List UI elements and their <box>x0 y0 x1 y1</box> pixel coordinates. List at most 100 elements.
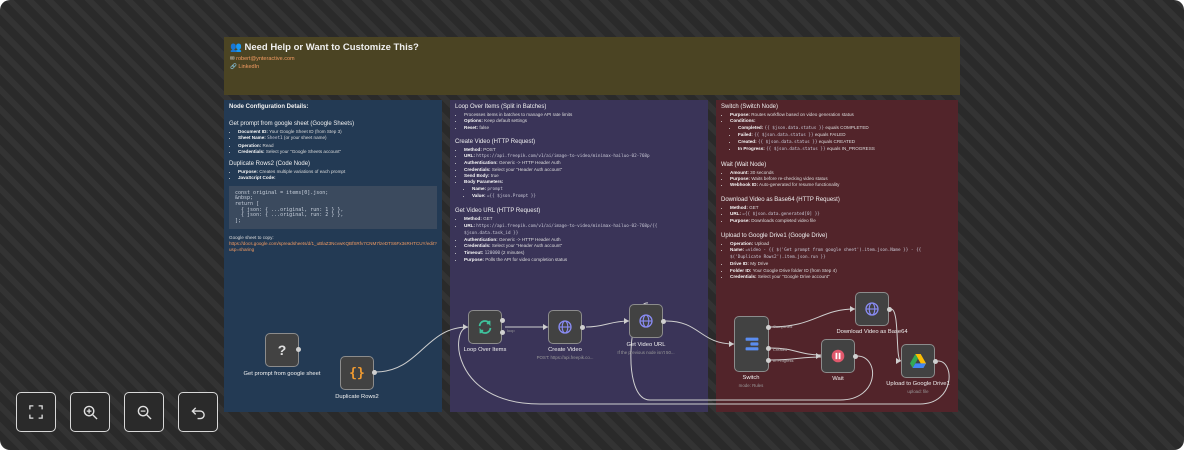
output-port-loop[interactable] <box>500 330 505 335</box>
list-item: Purpose: Waits before re-checking video … <box>730 176 953 182</box>
output-port[interactable] <box>853 354 858 359</box>
section-title: Upload to Google Drive1 (Google Drive) <box>721 232 828 239</box>
section-title: Wait (Wait Node) <box>721 161 767 168</box>
item-value: (2 minutes) <box>501 249 525 255</box>
item-value: Processes items in batches to manage API… <box>464 112 573 117</box>
node-loop-over-items[interactable] <box>468 310 502 344</box>
node-label: Get Video URL <box>626 342 666 348</box>
node-subtitle: upload: file <box>907 389 929 394</box>
item-key: Operation: <box>238 142 262 148</box>
list-item: Sheet Name: Sheet1 (or your sheet name) <box>238 135 437 142</box>
item-key: Method: <box>730 204 748 210</box>
list-item: Purpose: Downloads completed video file <box>730 218 953 224</box>
node-label: Get prompt from google sheet <box>243 371 321 377</box>
item-key: Purpose: <box>730 218 750 224</box>
output-port[interactable] <box>296 347 301 352</box>
item-code: https://api.freepik.com/v1/ai/image-to-v… <box>476 154 650 160</box>
mail-icon: ✉ <box>230 56 235 62</box>
config-list: Processes items in batches to manage API… <box>455 112 703 131</box>
item-code: https://api.freepik.com/v1/ai/image-to-v… <box>464 223 658 236</box>
node-switch[interactable] <box>734 316 769 372</box>
node-download-video[interactable] <box>855 292 889 326</box>
node-subtitle: mode: Rules <box>738 383 764 388</box>
section-title: Get prompt from google sheet (Google She… <box>229 121 355 127</box>
item-key: Body Parameters: <box>464 179 504 185</box>
item-key: Options: <box>464 118 483 124</box>
sheet-copy-link[interactable]: https://docs.google.com/spreadsheets/d/1… <box>229 241 437 253</box>
config-sticky-note-1[interactable]: Node Configuration Details: Get prompt f… <box>224 100 442 412</box>
output-port-done[interactable] <box>500 318 505 323</box>
item-value: GET <box>749 204 759 210</box>
item-value: true <box>490 173 499 179</box>
body-params-list: Name: prompt Value: ={{ $json.Prompt }} <box>455 186 703 201</box>
undo-button[interactable] <box>178 392 218 432</box>
node-duplicate-rows[interactable]: {} <box>340 356 374 390</box>
item-key: Name: <box>730 246 745 252</box>
port-label: Created <box>773 347 788 352</box>
linkedin-link[interactable]: LinkedIn <box>238 63 260 70</box>
item-key: Completed: <box>738 124 764 130</box>
help-title: 👥 Need Help or Want to Customize This? <box>230 42 419 53</box>
output-port-completed[interactable] <box>766 325 771 330</box>
list-item: Method: GET <box>730 205 953 211</box>
google-drive-icon <box>910 354 926 368</box>
output-port[interactable] <box>580 325 585 330</box>
zoom-out-button[interactable] <box>124 392 164 432</box>
output-port-in-progress[interactable] <box>766 358 771 363</box>
conditions-list: Completed: {{ $json.data.status }} equal… <box>721 125 953 154</box>
item-key: JavaScript Code: <box>238 175 276 181</box>
item-value: 30 seconds <box>750 169 774 175</box>
node-get-prompt[interactable]: ? <box>265 333 299 367</box>
output-port-created[interactable] <box>766 346 771 351</box>
help-sticky-note[interactable]: 👥 Need Help or Want to Customize This? ✉… <box>224 37 960 95</box>
item-key: Sheet Name: <box>238 135 266 141</box>
list-item: Name: prompt <box>472 186 703 193</box>
node-label: Loop Over Items <box>463 347 507 353</box>
output-port[interactable] <box>372 370 377 375</box>
list-item: Folder ID: Your Google Drive folder ID (… <box>730 268 953 274</box>
item-key: URL: <box>730 210 741 216</box>
item-code: Sheet1 <box>267 136 283 142</box>
item-key: Timeout: <box>464 249 484 255</box>
item-value: Your Google Sheet ID (from Step 3) <box>269 129 342 134</box>
pause-icon <box>831 349 845 363</box>
section-title: Switch (Switch Node) <box>721 104 779 110</box>
fit-view-button[interactable] <box>16 392 56 432</box>
question-icon: ? <box>277 342 287 358</box>
section-title: Download Video as Base64 (HTTP Request) <box>721 196 840 203</box>
output-port[interactable] <box>887 307 892 312</box>
item-key: Credentials: <box>464 243 491 249</box>
item-code: {{ $json.data.status }} <box>766 147 826 153</box>
item-value: equals FAILED <box>814 131 846 137</box>
node-get-video-url[interactable] <box>629 304 663 338</box>
node-wait[interactable] <box>821 339 855 373</box>
item-key: Credentials: <box>238 148 265 154</box>
node-create-video[interactable] <box>548 310 582 344</box>
node-label: Upload to Google Drive1 <box>886 381 950 387</box>
item-key: Value: <box>472 192 486 198</box>
item-key: Authentication: <box>464 160 498 166</box>
config-list: Method: POSTURL: https://api.freepik.com… <box>455 147 703 186</box>
item-value: Keep default settings <box>484 118 528 124</box>
list-item: Operation: Read <box>238 143 437 149</box>
email-line: ✉ robert@ynteractive.com <box>230 56 954 64</box>
config-sticky-note-2[interactable]: Loop Over Items (Split in Batches) Proce… <box>450 100 708 412</box>
node-label: Create Video <box>548 347 582 353</box>
zoom-in-button[interactable] <box>70 392 110 432</box>
team-icon: 👥 <box>230 42 242 53</box>
output-port[interactable] <box>933 359 938 364</box>
link-icon: 🔗 <box>230 63 237 70</box>
code-block: const original = items[0].json; &nbsp; r… <box>229 185 437 230</box>
node-label: Download Video as Base64 <box>836 329 908 335</box>
list-item: Amount: 30 seconds <box>730 170 953 176</box>
item-key: Purpose: <box>238 169 258 175</box>
node-upload-drive[interactable] <box>901 344 935 378</box>
email-link[interactable]: robert@ynteractive.com <box>236 56 295 62</box>
item-code: ={{ $json.Prompt }} <box>486 193 536 199</box>
item-value: false <box>479 124 490 130</box>
node-subtitle: POST: https://api.freepik.co... <box>536 355 594 360</box>
item-value: Waits before re-checking video status <box>751 176 828 182</box>
linkedin-line: 🔗 LinkedIn <box>230 64 954 72</box>
output-port[interactable] <box>661 319 666 324</box>
